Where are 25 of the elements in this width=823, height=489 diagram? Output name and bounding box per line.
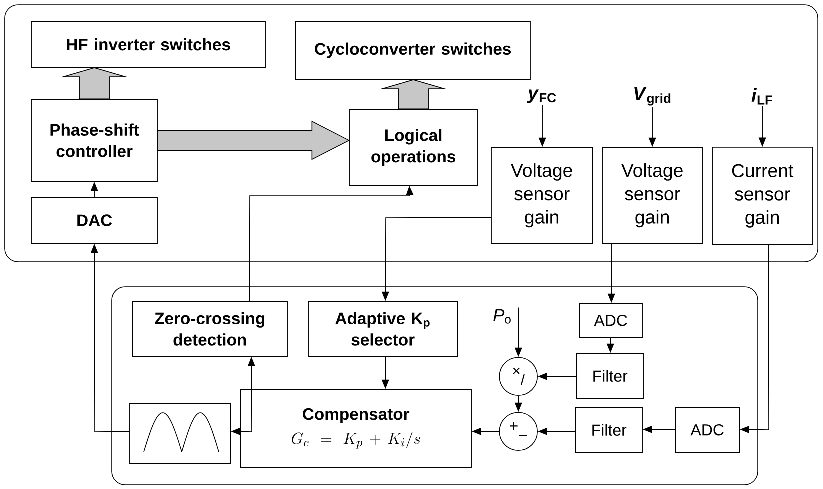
process-box: Filter [575,407,643,454]
process-box: Logical operations [349,109,478,186]
block-arrow [158,120,350,160]
process-box: Voltage sensor gain [491,147,593,244]
process-box: Adaptive K$_{p}$ selector [308,301,458,357]
block-arrow [60,68,128,100]
process-box: Current sensor gain [712,147,813,245]
process-box: Zero-crossing detection [132,301,288,357]
panel [112,286,758,486]
process-box: DAC [31,197,158,244]
summing-junction: + − [499,412,538,451]
process-box: ADC [675,407,740,454]
block-arrow [380,80,448,110]
process-box: HF inverter switches [31,21,266,68]
process-box: Compensator $G_{c}=K_{p}+K_{i}/s$ [240,389,472,468]
signal-label: V$_{grid}$ [634,87,671,106]
signal-label: P$_{o}$ [494,309,511,324]
process-box: Voltage sensor gain [602,147,703,244]
process-box: Filter [576,353,644,400]
process-box: Phase-shift controller [31,99,158,182]
signal-label: y$_{FC}$ [527,90,556,104]
process-box: ADC [579,303,643,338]
panel [4,4,818,262]
process-box: Cycloconverter switches [295,21,531,80]
signal-label: i$_{LF}$ [752,88,772,105]
